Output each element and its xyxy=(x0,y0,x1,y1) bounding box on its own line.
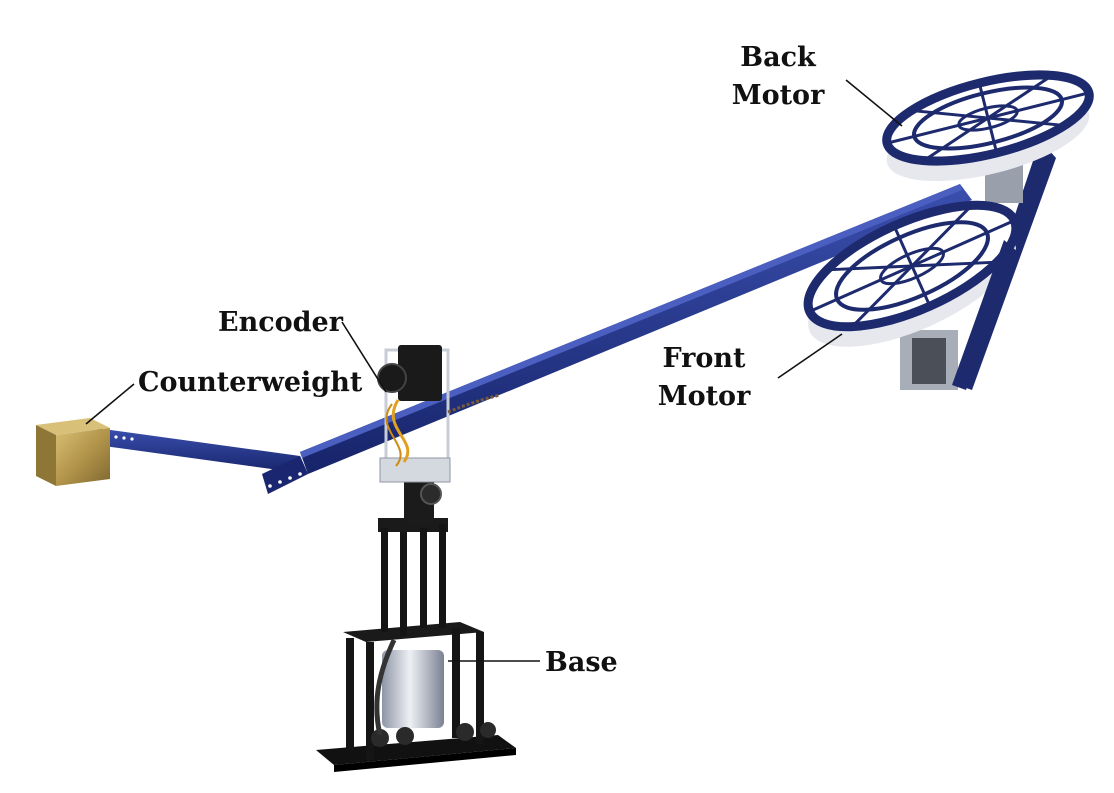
label-base-text: Base xyxy=(545,647,618,678)
label-encoder-text: Encoder xyxy=(218,307,344,338)
label-counterweight: Counterweight xyxy=(85,367,363,425)
label-back-motor-line1: Back xyxy=(740,42,817,73)
label-front-motor-line1: Front xyxy=(662,343,746,374)
base-motor-cylinder xyxy=(382,650,444,728)
label-front-motor: Front Motor xyxy=(658,333,843,412)
leader-counterweight xyxy=(85,383,135,425)
label-counterweight-text: Counterweight xyxy=(138,367,363,398)
leader-back-motor xyxy=(845,79,903,127)
label-back-motor-line2: Motor xyxy=(732,80,825,111)
encoder-disc xyxy=(377,363,407,393)
label-front-motor-line2: Motor xyxy=(658,381,751,412)
encoder-body xyxy=(398,345,442,401)
counterweight-arm xyxy=(96,428,322,494)
main-arm xyxy=(300,184,972,474)
label-base: Base xyxy=(448,647,618,678)
support-tower xyxy=(378,476,448,636)
label-encoder: Encoder xyxy=(218,307,387,393)
leader-encoder xyxy=(341,321,387,393)
counterweight-block xyxy=(36,418,110,486)
pivot-assembly xyxy=(377,345,501,483)
base-assembly xyxy=(316,476,516,772)
label-back-motor: Back Motor xyxy=(732,42,903,127)
leader-front-motor xyxy=(777,333,843,379)
front-motor xyxy=(803,200,1021,390)
